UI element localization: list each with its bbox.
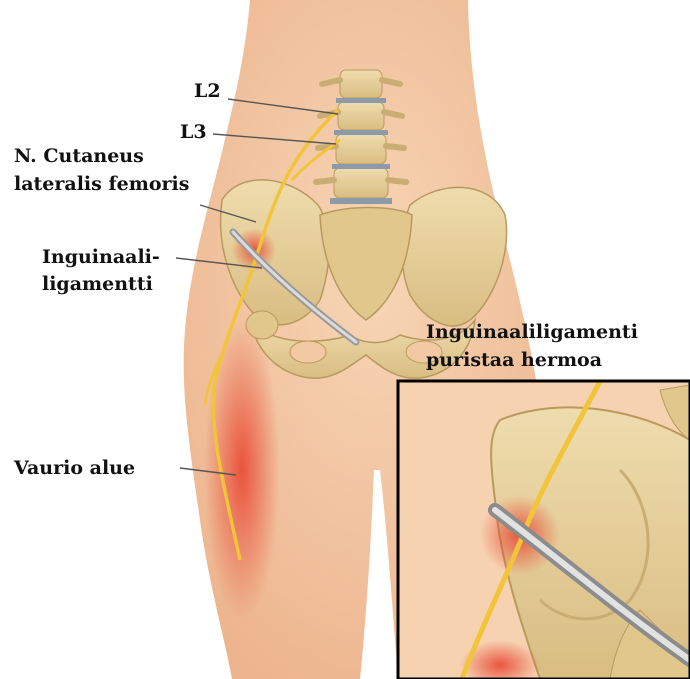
label-ligament-line1: Inguinaali-: [42, 245, 160, 269]
label-inset-line2: puristaa hermoa: [426, 348, 602, 372]
label-l2: L2: [194, 79, 221, 103]
label-nerve-line1: N. Cutaneus: [14, 144, 144, 168]
label-inset-line1: Inguinaaliligamenti: [426, 320, 638, 344]
label-nerve-line2: lateralis femoris: [14, 172, 189, 196]
label-ligament-line2: ligamentti: [42, 272, 153, 296]
label-damage-area: Vaurio alue: [14, 456, 135, 480]
label-l3: L3: [180, 120, 207, 144]
inset-detail: [398, 381, 690, 679]
obturator-left: [290, 341, 326, 363]
